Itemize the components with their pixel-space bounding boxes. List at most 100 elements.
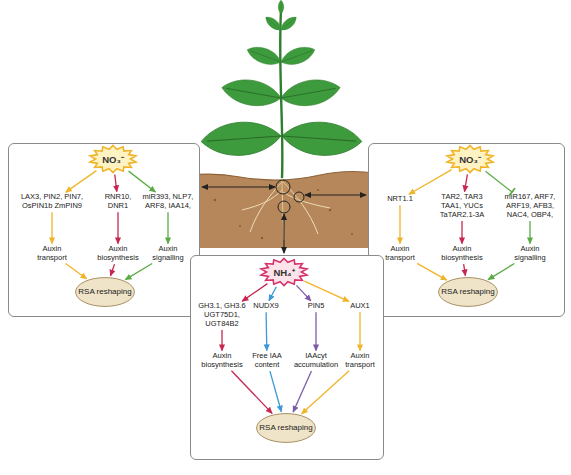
outcome-ellipse: RSA reshaping xyxy=(256,413,316,443)
arrow-connector xyxy=(270,371,281,412)
arrow-connector xyxy=(488,263,514,279)
outcome-ellipse: RSA reshaping xyxy=(75,277,135,307)
burst-shape xyxy=(261,258,307,285)
arrow-connector xyxy=(115,174,117,191)
double-arrow xyxy=(202,186,275,187)
ion-burst: NO₃⁻ xyxy=(89,145,137,173)
leaf xyxy=(200,120,282,159)
arrow-connector xyxy=(111,264,115,276)
node-text: Auxin transport xyxy=(30,245,74,263)
node-text: Auxin signalling xyxy=(507,245,553,263)
gene-or-process-label: Free IAA content xyxy=(247,352,287,370)
gene-or-process-label: Auxin signalling xyxy=(145,245,191,263)
panel-box: NO₃⁻ NRT1.1 TAR2, TAR3 TAA1, YUCs TaTAR2.1… xyxy=(368,143,565,317)
arrow-connector xyxy=(409,170,452,195)
gene-or-process-label: Auxin biosynthesis xyxy=(436,245,488,263)
leaf xyxy=(220,75,283,110)
arrow-connector xyxy=(66,171,97,193)
gene-or-process-label: Auxin transport xyxy=(378,245,422,263)
outcome-text: RSA reshaping xyxy=(78,288,131,297)
double-arrow xyxy=(305,194,366,195)
arrow-connector xyxy=(296,285,310,300)
gene-or-process-label: Auxin signalling xyxy=(507,245,553,263)
root-zone-circle xyxy=(294,192,304,202)
gene-or-process-label: RNR10, DNR1 xyxy=(95,193,141,211)
arrow-connector xyxy=(129,171,156,192)
gene-or-process-label: LAX3, PIN2, PIN7, OsPIN1b ZmPIN9 xyxy=(20,193,84,211)
root-zone-callouts xyxy=(276,180,304,213)
arrow-connector xyxy=(315,312,316,350)
gene-or-process-label: NUDX9 xyxy=(248,302,284,311)
gene-or-process-label: AUX1 xyxy=(343,302,377,311)
arrow-connector xyxy=(51,212,52,243)
leaf xyxy=(263,14,284,33)
gene-or-process-label: TAR2, TAR3 TAA1, YUCs TaTAR2.1-3A xyxy=(432,193,492,220)
root-zone-circle xyxy=(278,201,290,213)
gene-or-process-label: miR393, NLP7, ARF8, IAA14, xyxy=(139,193,197,211)
burst-shape xyxy=(90,145,136,172)
node-text: miR167, ARF7, ARF19, AFB3, NAC4, OBP4, xyxy=(500,193,560,220)
arrow-connector xyxy=(302,371,350,414)
ion-label: NO₃⁻ xyxy=(102,153,124,166)
node-text: Free IAA content xyxy=(247,352,287,370)
arrow-connector xyxy=(265,312,267,350)
arrow-connector xyxy=(293,371,311,412)
gene-or-process-label: miR167, ARF7, ARF19, AFB3, NAC4, OBP4, xyxy=(500,193,560,220)
gene-or-process-label: Auxin transport xyxy=(340,352,380,370)
gene-or-process-label: GH3.1, GH3.6 UGT75D1, UGT84B2 xyxy=(194,302,250,329)
node-text: IAAcyt accumulation xyxy=(291,352,341,370)
ellipse-shape xyxy=(439,278,498,307)
ellipse-shape xyxy=(257,414,316,443)
arrow-connector xyxy=(417,263,447,280)
node-text: LAX3, PIN2, PIN7, OsPIN1b ZmPIN9 xyxy=(20,193,84,211)
gene-or-process-label: IAAcyt accumulation xyxy=(291,352,341,370)
node-text: miR393, NLP7, ARF8, IAA14, xyxy=(139,193,197,211)
arrow-connector xyxy=(485,171,512,192)
panel-box: NH₄⁺ GH3.1, GH3.6 UGT75D1, UGT84B2NUDX9 PI… xyxy=(190,255,384,460)
node-text: PIN5 xyxy=(301,302,331,311)
leaf xyxy=(278,0,284,14)
node-text: Auxin signalling xyxy=(145,245,191,263)
soil-grain xyxy=(261,237,263,239)
gene-or-process-label: Auxin transport xyxy=(30,245,74,263)
arrow-connector xyxy=(399,205,400,243)
arrow-connector xyxy=(304,281,349,301)
stem-and-leaves xyxy=(200,0,363,178)
ion-label: NO₃⁻ xyxy=(459,153,481,166)
leaf xyxy=(245,43,284,69)
node-text: NRT1.1 xyxy=(378,195,422,204)
arrow-connector xyxy=(231,371,272,414)
arrow-connector xyxy=(117,212,118,243)
ion-burst: NO₃⁻ xyxy=(446,145,494,173)
arrow-connector xyxy=(464,264,466,275)
arrow-connector xyxy=(221,330,222,350)
root-zone-circle xyxy=(276,180,290,194)
panel-box: NO₃⁻ LAX3, PIN2, PIN7, OsPIN1b ZmPIN9 RNR1… xyxy=(8,143,200,317)
node-text: Auxin biosynthesis xyxy=(436,245,488,263)
node-text: AUX1 xyxy=(343,302,377,311)
soil-grain xyxy=(351,233,353,235)
gene-or-process-label: PIN5 xyxy=(301,302,331,311)
gene-or-process-label: Auxin biosynthesis xyxy=(196,352,248,370)
stem xyxy=(280,10,282,178)
node-text: NUDX9 xyxy=(248,302,284,311)
leaf xyxy=(281,120,363,159)
outcome-text: RSA reshaping xyxy=(441,288,494,297)
outcome-ellipse: RSA reshaping xyxy=(438,277,498,307)
leaf xyxy=(279,75,342,110)
soil-grain xyxy=(329,209,332,212)
ion-label: NH₄⁺ xyxy=(273,266,294,279)
node-text: Auxin transport xyxy=(340,352,380,370)
node-text: Auxin biosynthesis xyxy=(92,245,144,263)
ion-burst: NH₄⁺ xyxy=(260,258,308,286)
arrow-connector xyxy=(167,212,168,243)
arrow-connector xyxy=(125,263,152,279)
gene-or-process-label: NRT1.1 xyxy=(378,195,422,204)
arrow-connector xyxy=(529,221,530,243)
ellipse-shape xyxy=(76,278,135,307)
node-text: GH3.1, GH3.6 UGT75D1, UGT84B2 xyxy=(194,302,250,329)
arrow-connector xyxy=(464,174,467,191)
arrow-connector xyxy=(269,287,276,301)
